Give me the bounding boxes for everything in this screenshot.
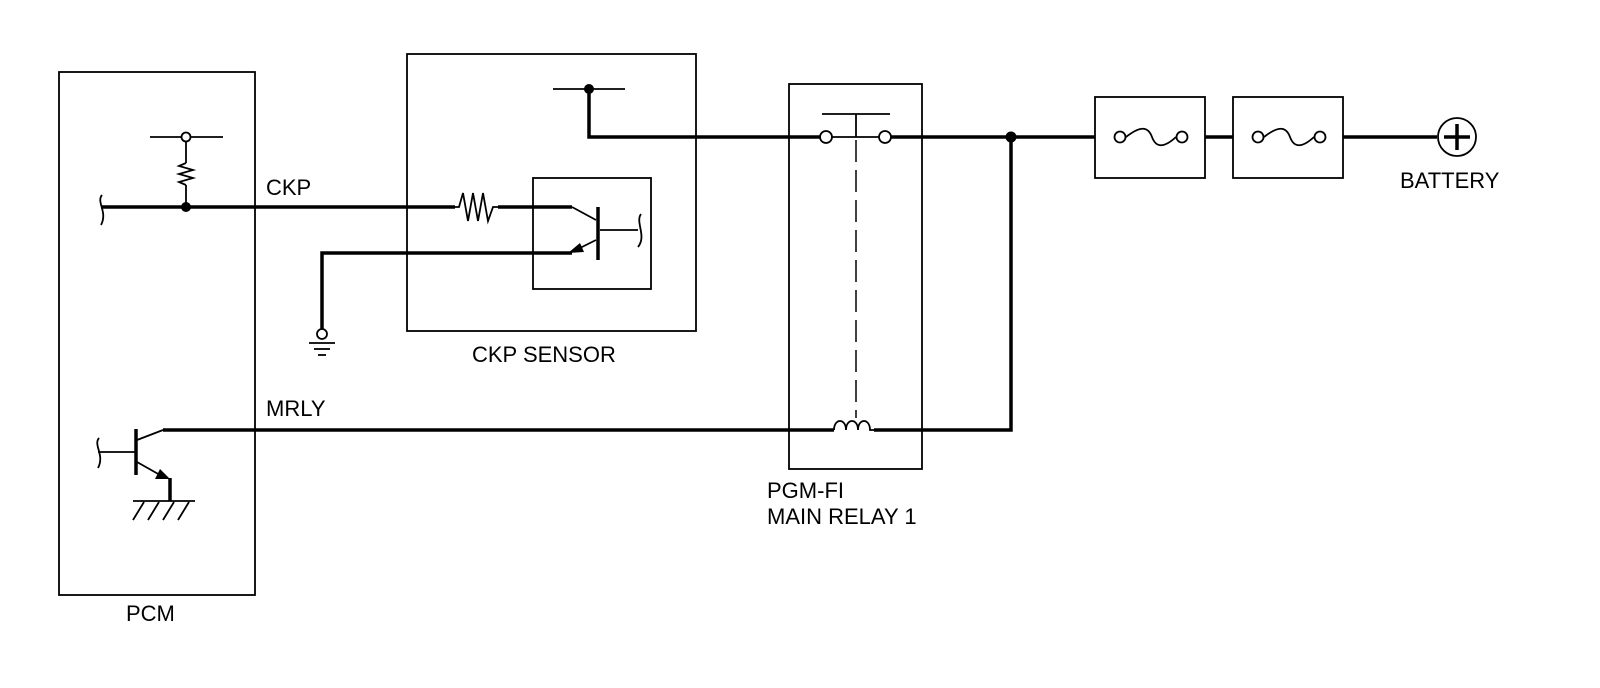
- fuse-1: [1094, 96, 1206, 179]
- fuse-2: [1232, 96, 1344, 179]
- main-relay-label-line2: MAIN RELAY 1: [767, 504, 917, 529]
- battery-label: BATTERY: [1400, 168, 1500, 193]
- ckp-sensor-power-wire: [587, 89, 822, 139]
- ground-terminal: [316, 328, 328, 340]
- mrly-signal-label: MRLY: [266, 396, 326, 421]
- fuse-2-box: [1232, 96, 1344, 179]
- pcm-box: [58, 71, 256, 596]
- main-relay-switch-contacts: [819, 113, 892, 144]
- main-relay-coil: [833, 420, 874, 431]
- pcm-internal-break-mark: [99, 194, 105, 226]
- battery: BATTERY: [1400, 117, 1500, 193]
- pcm-label: PCM: [126, 601, 175, 626]
- pcm-pullup-resistor: [150, 131, 223, 207]
- main-relay-box: [788, 83, 923, 470]
- fuse-1-box: [1094, 96, 1206, 179]
- main-relay-label-line1: PGM-FI: [767, 478, 844, 503]
- supply-junction: [1005, 131, 1017, 143]
- ckp-sensor-label: CKP SENSOR: [472, 342, 616, 367]
- ckp-sensor: CKP SENSOR: [406, 53, 697, 367]
- pcm-ckp-junction: [181, 202, 191, 212]
- ckp-series-resistor: [455, 192, 498, 225]
- ckp-sensor-element-box: [532, 177, 652, 290]
- pcm-mrly-driver-transistor: [96, 429, 195, 521]
- ckp-signal-label: CKP: [266, 175, 311, 200]
- pgm-fi-main-relay-1: PGM-FI MAIN RELAY 1: [767, 83, 923, 529]
- pcm-unit: PCM: [58, 71, 256, 626]
- ckp-ground-wire: [309, 251, 572, 356]
- ckp-sensor-box: [406, 53, 697, 332]
- ckp-sensor-transistor: [568, 206, 643, 260]
- relay-coil-supply-wire: [874, 137, 1013, 432]
